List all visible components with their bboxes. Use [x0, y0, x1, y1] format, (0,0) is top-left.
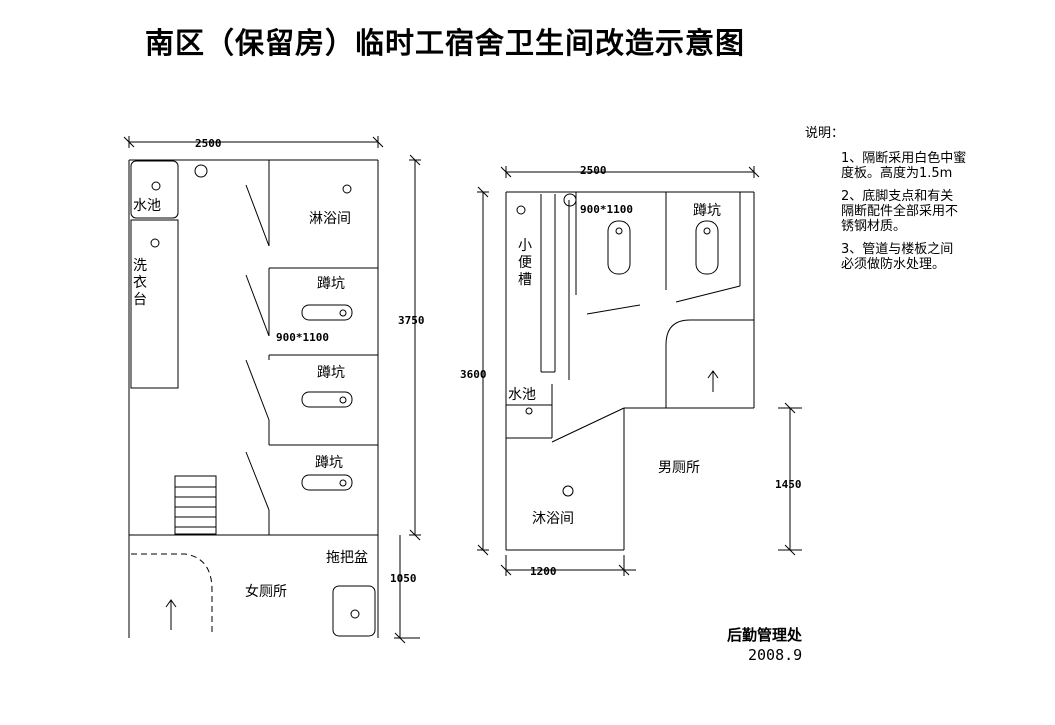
right-squat-size: 900*1100	[580, 203, 633, 216]
left-shower-label: 淋浴间	[309, 211, 351, 227]
note-item-1: 1、隔断采用白色中蜜 度板。高度为1.5m	[841, 151, 967, 181]
left-squat-label-2: 蹲坑	[317, 365, 345, 381]
page-title: 南区（保留房）临时工宿舍卫生间改造示意图	[145, 26, 746, 60]
left-laundry-label: 洗衣台	[133, 258, 147, 308]
right-squat-label: 蹲坑	[693, 203, 721, 219]
right-height-dimension: 3600	[460, 368, 487, 381]
right-bottom-dimension: 1200	[530, 565, 557, 578]
right-plan-walls	[505, 191, 755, 551]
right-width-dimension: 2500	[580, 164, 607, 177]
note-item-2: 2、底脚支点和有关 隔断配件全部采用不 锈钢材质。	[841, 189, 959, 234]
right-mens-label: 男厕所	[658, 460, 700, 476]
left-lower-dimension: 1050	[390, 572, 417, 585]
right-shower-label: 沐浴间	[532, 511, 574, 527]
left-womens-label: 女厕所	[245, 583, 287, 600]
notes-heading: 说明：	[805, 126, 845, 141]
note-item-3: 3、管道与楼板之间 必须做防水处理。	[841, 242, 954, 272]
left-squat-label-1: 蹲坑	[317, 276, 345, 292]
right-sink-label: 水池	[508, 387, 536, 403]
left-sink-label: 水池	[133, 198, 161, 214]
left-plan-dimensions	[123, 136, 421, 644]
notes-panel: 说明： 1、隔断采用白色中蜜 度板。高度为1.5m 2、底脚支点和有关 隔断配件…	[805, 126, 966, 280]
left-squat-size: 900*1100	[276, 331, 329, 344]
left-height-dimension: 3750	[398, 314, 425, 327]
right-side-dimension: 1450	[775, 478, 802, 491]
document-date: 2008.9	[748, 646, 803, 664]
right-urinal-label: 小便槽	[518, 238, 532, 288]
organization-signature: 后勤管理处	[727, 626, 803, 644]
left-width-dimension: 2500	[195, 137, 222, 150]
left-squat-label-3: 蹲坑	[315, 455, 343, 471]
right-plan-dimensions	[477, 166, 802, 576]
left-mop-sink-label: 拖把盆	[326, 550, 368, 566]
left-plan-walls	[128, 159, 379, 638]
